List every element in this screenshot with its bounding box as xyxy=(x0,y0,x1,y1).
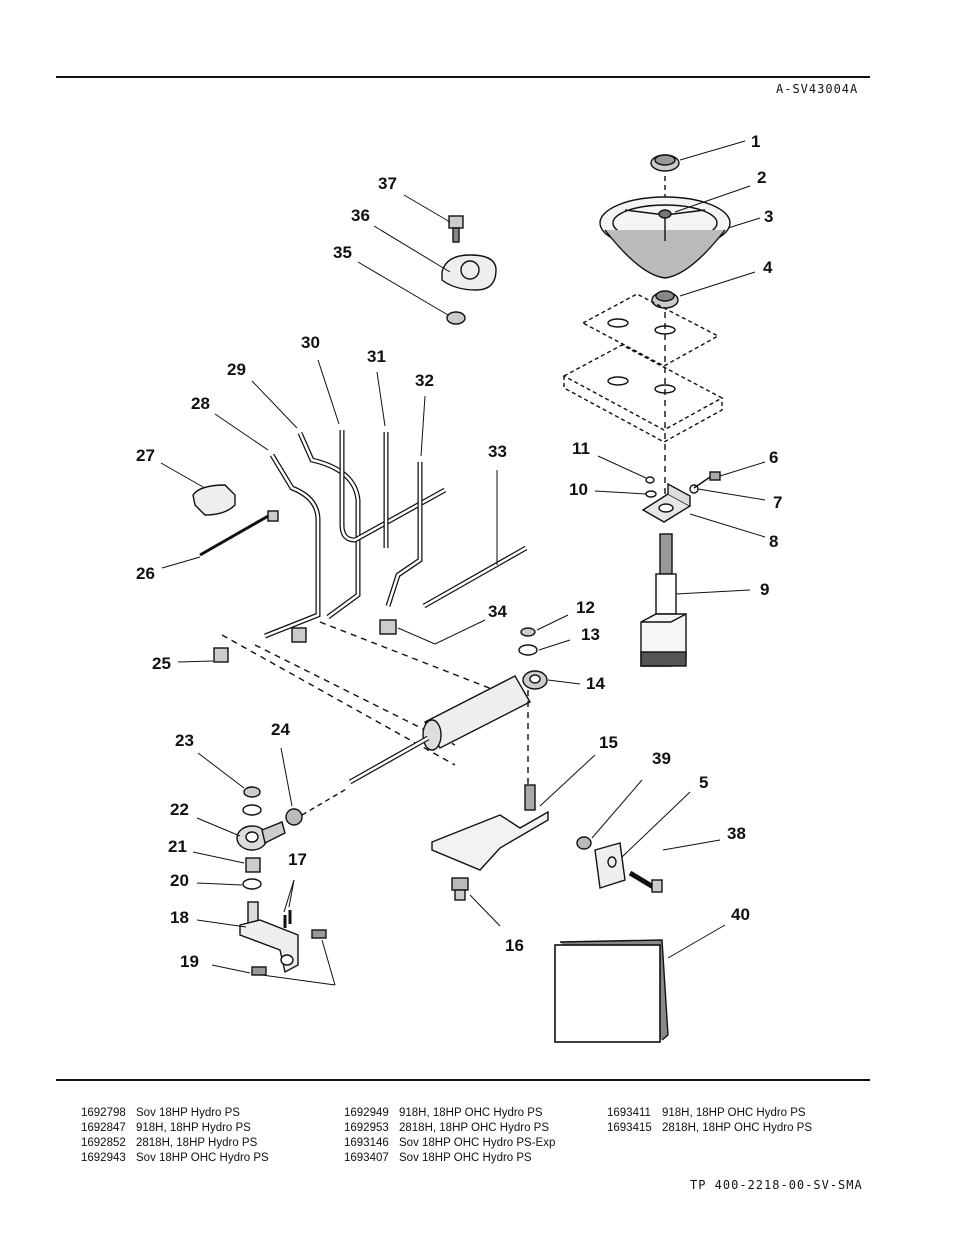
drawing-code: A-SV43004A xyxy=(776,82,859,96)
callout-label: 39 xyxy=(652,749,671,768)
model-name: Sov 18HP OHC Hydro PS xyxy=(399,1152,532,1164)
callout-label: 7 xyxy=(773,493,782,512)
callout-label: 37 xyxy=(378,174,397,193)
model-number: 1692798 xyxy=(81,1107,126,1119)
callout-label: 40 xyxy=(731,905,750,924)
model-row: 1693407 Sov 18HP OHC Hydro PS xyxy=(344,1151,555,1166)
callout-label: 5 xyxy=(699,773,708,792)
callout-label: 34 xyxy=(488,602,507,621)
callout-label: 21 xyxy=(168,837,187,856)
callout-label: 38 xyxy=(727,824,746,843)
callout-label: 36 xyxy=(351,206,370,225)
callout-label: 13 xyxy=(581,625,600,644)
model-list-col2: 1692949 918H, 18HP OHC Hydro PS 1692953 28… xyxy=(344,1106,555,1166)
doc-code: TP 400-2218-00-SV-SMA xyxy=(690,1178,863,1192)
bracket-and-manual xyxy=(554,836,669,1043)
callout-label: 28 xyxy=(191,394,210,413)
callout-label: 17 xyxy=(288,850,307,869)
callout-label: 22 xyxy=(170,800,189,819)
model-number: 1692847 xyxy=(81,1122,126,1134)
model-number: 1693407 xyxy=(344,1152,389,1164)
model-number: 1693146 xyxy=(344,1137,389,1149)
model-number: 1693415 xyxy=(607,1122,652,1134)
model-row: 1693146 Sov 18HP OHC Hydro PS-Exp xyxy=(344,1136,555,1151)
callout-label: 2 xyxy=(757,168,766,187)
model-name: Sov 18HP Hydro PS xyxy=(136,1107,240,1119)
hydraulic-lines xyxy=(192,215,528,766)
top-rule xyxy=(56,76,870,78)
callout-label: 4 xyxy=(763,258,773,277)
callout-label: 9 xyxy=(760,580,769,599)
model-name: Sov 18HP OHC Hydro PS-Exp xyxy=(399,1137,556,1149)
model-number: 1692953 xyxy=(344,1122,389,1134)
model-row: 1692943 Sov 18HP OHC Hydro PS xyxy=(81,1151,269,1166)
callout-label: 30 xyxy=(301,333,320,352)
model-row: 1692949 918H, 18HP OHC Hydro PS xyxy=(344,1106,555,1121)
callout-label: 29 xyxy=(227,360,246,379)
callout-label: 26 xyxy=(136,564,155,583)
callout-label: 27 xyxy=(136,446,155,465)
callout-label: 25 xyxy=(152,654,171,673)
callout-label: 6 xyxy=(769,448,778,467)
rod-end-parts xyxy=(236,786,349,976)
callout-label: 16 xyxy=(505,936,524,955)
callout-label: 32 xyxy=(415,371,434,390)
callout-label: 20 xyxy=(170,871,189,890)
model-name: 2818H, 18HP OHC Hydro PS xyxy=(399,1122,549,1134)
callout-labels: 1 2 3 4 5 6 7 8 9 10 11 12 13 14 15 16 1… xyxy=(136,132,782,971)
callout-label: 23 xyxy=(175,731,194,750)
model-row: 1692798 Sov 18HP Hydro PS xyxy=(81,1106,269,1121)
bottom-rule xyxy=(56,1079,870,1081)
model-name: 918H, 18HP OHC Hydro PS xyxy=(662,1107,806,1119)
callout-label: 18 xyxy=(170,908,189,927)
callout-label: 3 xyxy=(764,207,773,226)
callout-label: 1 xyxy=(751,132,760,151)
model-list-col1: 1692798 Sov 18HP Hydro PS 1692847 918H, 18… xyxy=(81,1106,269,1166)
leader-lines xyxy=(160,140,766,986)
steering-assembly xyxy=(562,154,731,667)
callout-label: 35 xyxy=(333,243,352,262)
model-row: 1692847 918H, 18HP Hydro PS xyxy=(81,1121,269,1136)
model-list-col3: 1693411 918H, 18HP OHC Hydro PS 1693415 28… xyxy=(607,1106,812,1136)
callout-label: 31 xyxy=(367,347,386,366)
model-number: 1692852 xyxy=(81,1137,126,1149)
steering-cylinder xyxy=(348,627,549,901)
callout-label: 19 xyxy=(180,952,199,971)
model-number: 1692949 xyxy=(344,1107,389,1119)
model-name: 918H, 18HP OHC Hydro PS xyxy=(399,1107,543,1119)
model-name: 2818H, 18HP Hydro PS xyxy=(136,1137,258,1149)
model-name: Sov 18HP OHC Hydro PS xyxy=(136,1152,269,1164)
callout-label: 10 xyxy=(569,480,588,499)
model-number: 1692943 xyxy=(81,1152,126,1164)
callout-label: 11 xyxy=(572,439,590,458)
callout-label: 12 xyxy=(576,598,595,617)
callout-label: 8 xyxy=(769,532,778,551)
model-number: 1693411 xyxy=(607,1107,651,1119)
model-row: 1692953 2818H, 18HP OHC Hydro PS xyxy=(344,1121,555,1136)
model-row: 1693415 2818H, 18HP OHC Hydro PS xyxy=(607,1121,812,1136)
callout-label: 33 xyxy=(488,442,507,461)
callout-label: 24 xyxy=(271,720,290,739)
callout-label: 15 xyxy=(599,733,618,752)
model-row: 1692852 2818H, 18HP Hydro PS xyxy=(81,1136,269,1151)
callout-label: 14 xyxy=(586,674,605,693)
model-name: 918H, 18HP Hydro PS xyxy=(136,1122,251,1134)
model-row: 1693411 918H, 18HP OHC Hydro PS xyxy=(607,1106,812,1121)
model-name: 2818H, 18HP OHC Hydro PS xyxy=(662,1122,812,1134)
